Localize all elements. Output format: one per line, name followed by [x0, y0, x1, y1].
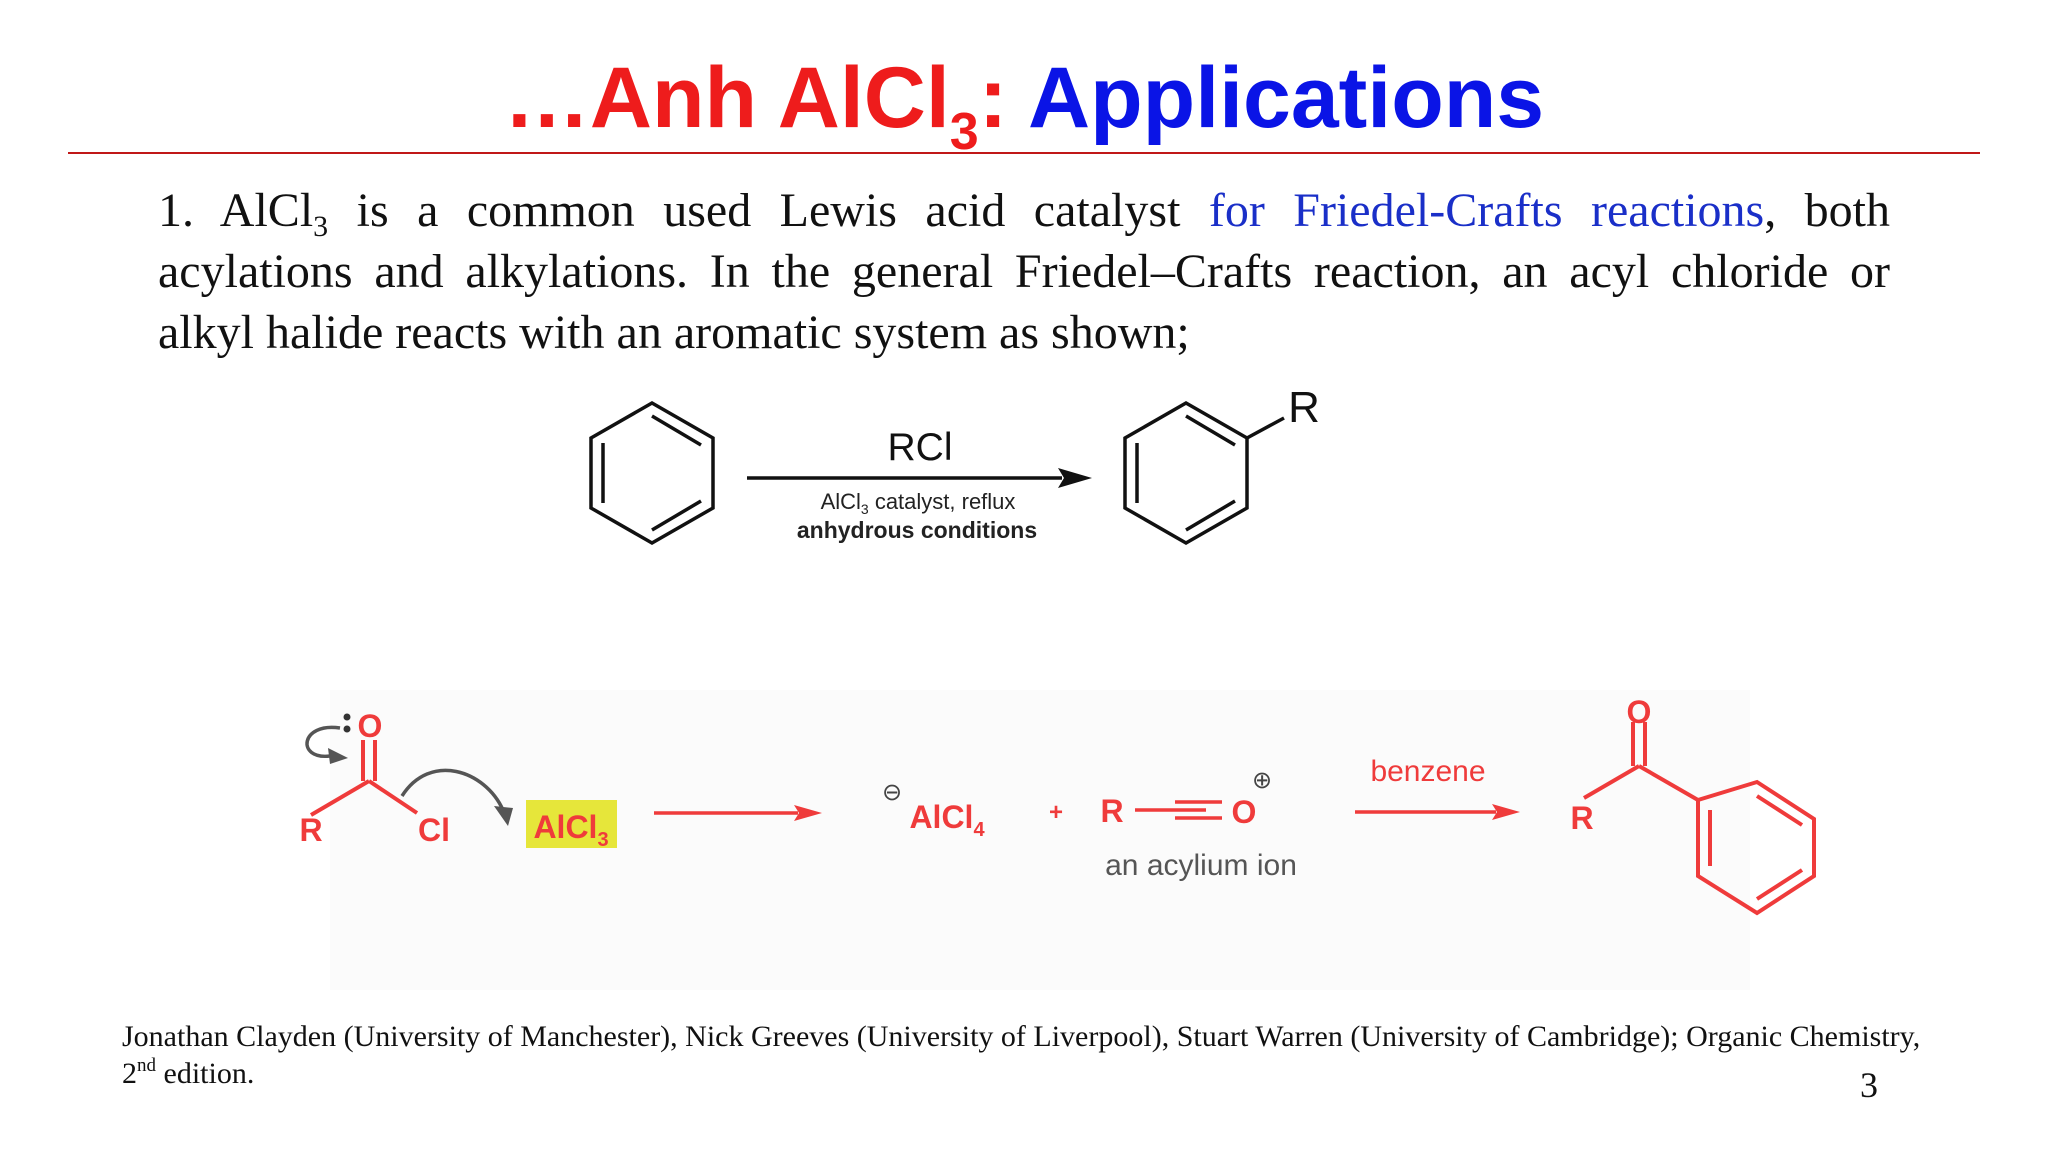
reaction-arrow-3	[1355, 804, 1520, 820]
ketone-r-label: R	[1570, 800, 1593, 836]
curly-arrow-lone-pair-head	[328, 748, 348, 764]
reaction-arrow-2	[654, 805, 822, 821]
title-applications: Applications	[1028, 50, 1545, 146]
product-r-label: R	[1288, 383, 1320, 432]
triple-bond	[1135, 800, 1222, 820]
title-colon: :	[978, 50, 1008, 146]
reagent-label: RCl	[888, 426, 953, 469]
alcl3-highlight	[526, 800, 617, 848]
benzene-label: benzene	[1370, 755, 1485, 788]
para-subscript: 3	[313, 210, 329, 243]
para-text2: , both acylations and alkylations. In th…	[158, 184, 1890, 359]
reference-citation: Jonathan Clayden (University of Manchest…	[122, 1018, 1922, 1092]
reaction-arrow-1	[747, 468, 1092, 488]
reference-text1: Jonathan Clayden (University of Manchest…	[122, 1020, 1921, 1090]
title-divider	[68, 152, 1980, 154]
acylium-r-label: R	[1100, 793, 1123, 829]
curly-arrow-to-alcl3-head	[494, 806, 513, 826]
ketone-o-label: O	[1627, 694, 1652, 730]
curly-arrow-to-alcl3	[400, 768, 505, 811]
benzene-ring-product	[1123, 400, 1285, 546]
scheme-1: RCl AlCl3 catalyst, reflux anhydrous con…	[589, 383, 1320, 546]
oplus-sign: ⊕	[1252, 766, 1272, 794]
intro-paragraph: 1. AlCl3 is a common used Lewis acid cat…	[158, 180, 1890, 363]
title-part1: …Anh AlCl	[503, 50, 950, 146]
ketone-product	[1582, 722, 1816, 916]
para-highlight: for Friedel-Crafts reactions	[1208, 184, 1765, 237]
acyl-r-label: R	[299, 812, 322, 848]
scheme-2: O R Cl AlCl3 ⊖ AlCl4 + R O ⊕ an acylium …	[299, 694, 1816, 916]
reference-text2: edition.	[156, 1057, 255, 1090]
plus-sign: +	[1049, 799, 1063, 826]
slide-title: …Anh AlCl3: Applications	[0, 48, 2048, 158]
acyl-cl-label: Cl	[418, 812, 450, 848]
curly-arrow-lone-pair	[305, 725, 341, 758]
title-subscript: 3	[949, 103, 979, 161]
alcl4-label: AlCl4	[909, 799, 985, 841]
carbonyl-o-label: O	[358, 708, 383, 744]
acyl-chloride	[309, 740, 419, 817]
para-lead: 1. AlCl	[158, 184, 314, 237]
conditions-label: AlCl3 catalyst, reflux	[821, 489, 1016, 517]
alcl4-minus-sign: ⊖	[882, 778, 902, 806]
anhydrous-label: anhydrous conditions	[797, 517, 1037, 543]
page-number: 3	[1860, 1065, 1878, 1105]
benzene-ring-reactant	[589, 400, 715, 546]
para-text1: is a common used Lewis acid catalyst	[328, 184, 1209, 237]
alcl3-label: AlCl3	[533, 809, 608, 851]
acylium-o-label: O	[1232, 794, 1257, 830]
reference-sup: nd	[137, 1055, 156, 1076]
acylium-label: an acylium ion	[1105, 849, 1297, 882]
lone-pair-dot	[343, 725, 351, 733]
lone-pair-dot	[343, 713, 351, 721]
